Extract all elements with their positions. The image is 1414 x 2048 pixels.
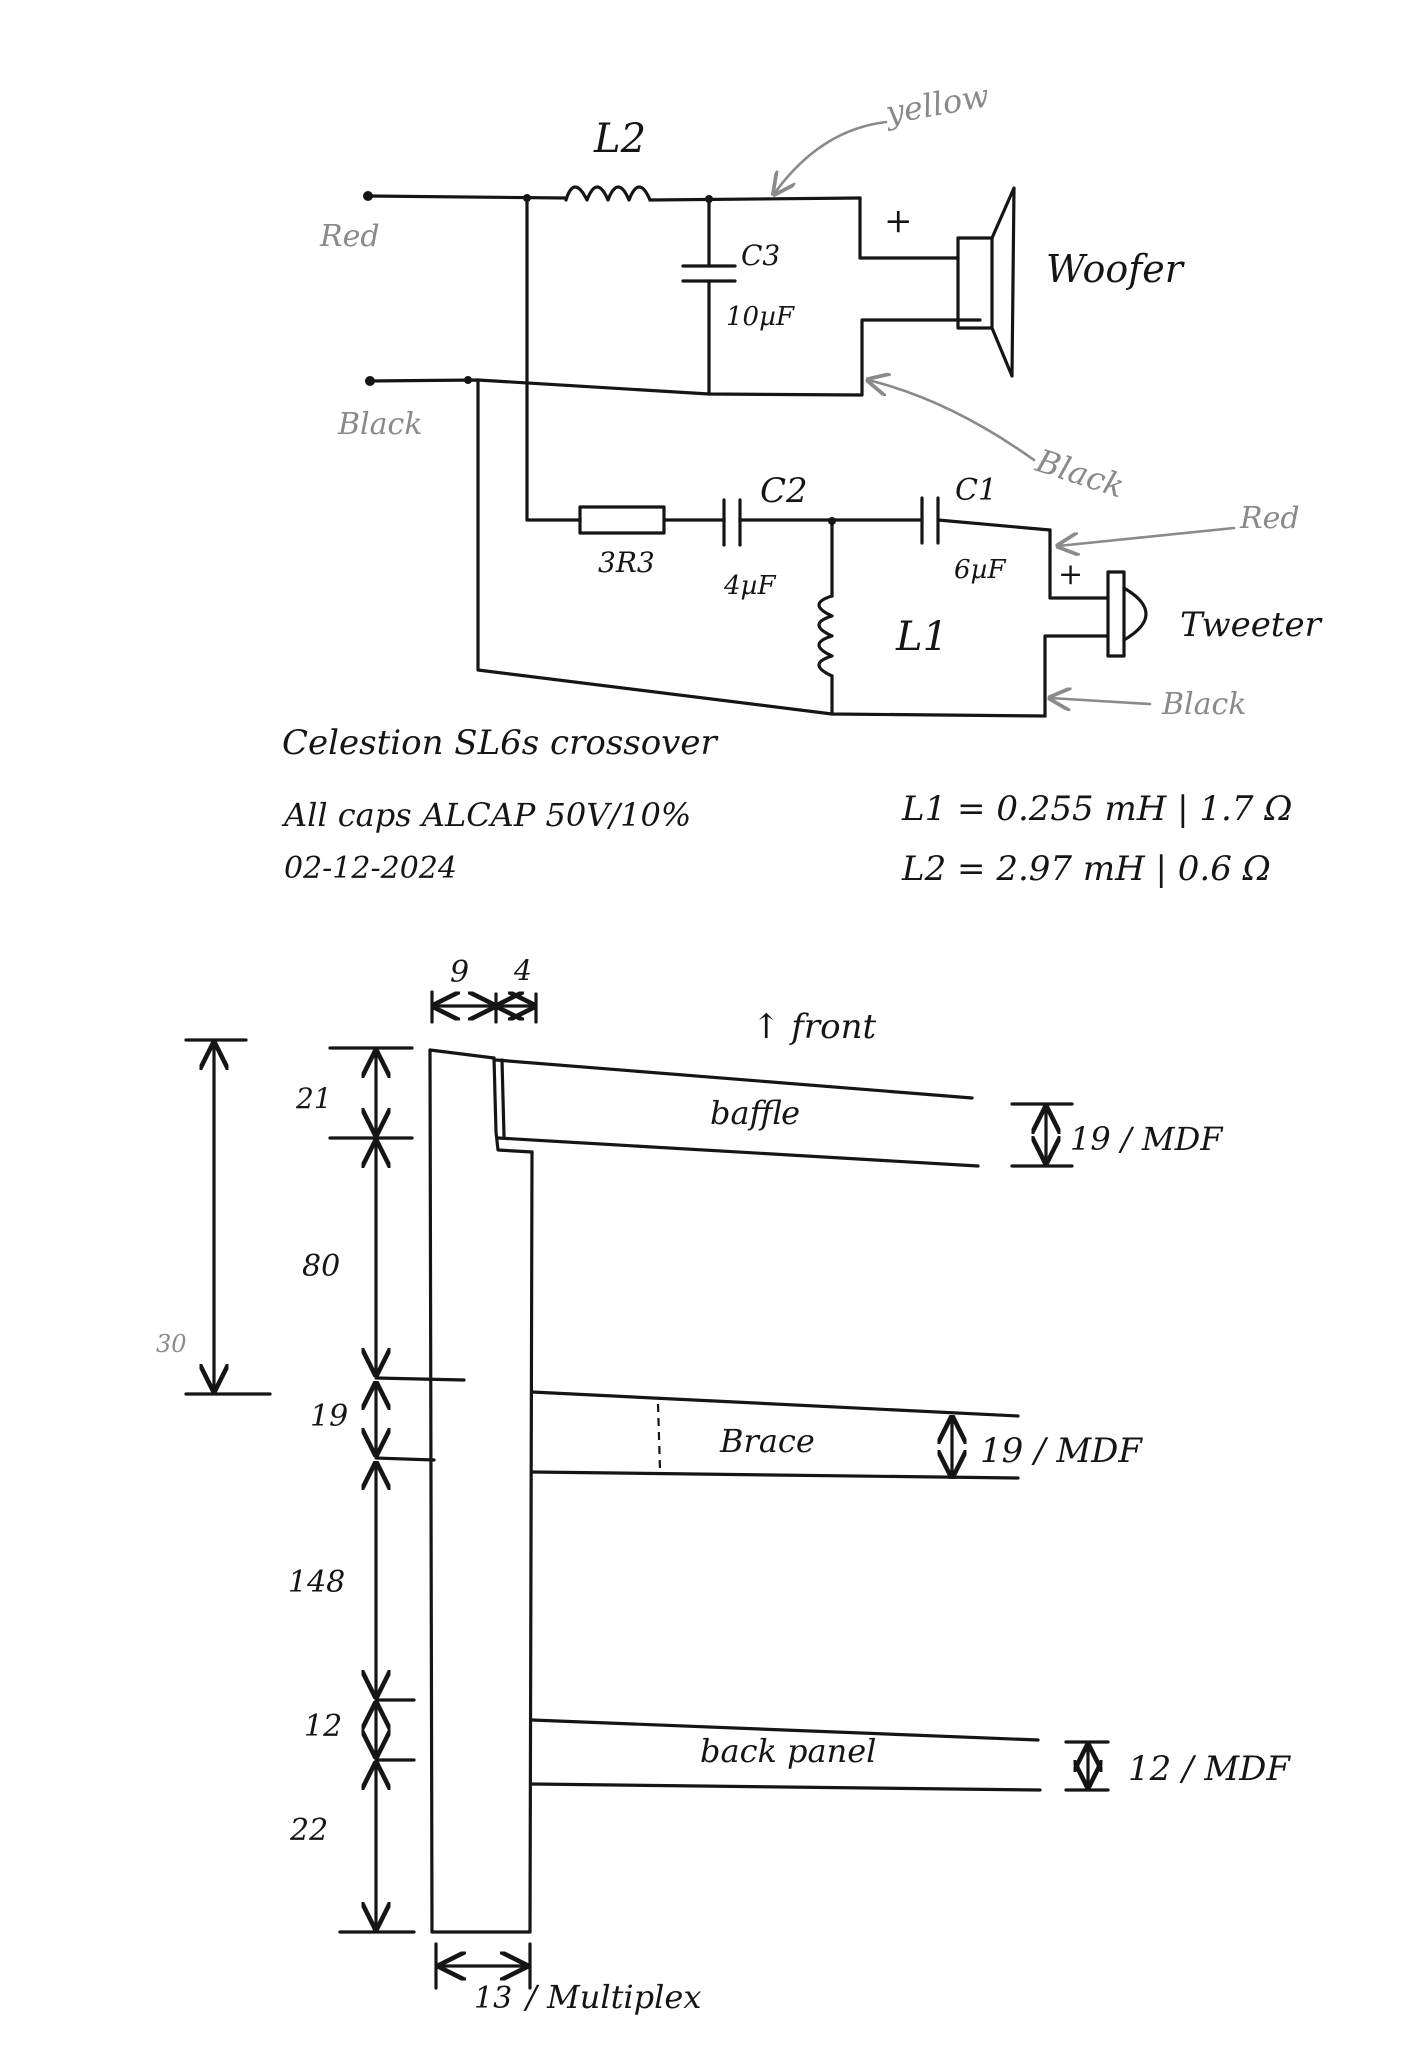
l2-label: L2 <box>593 116 646 162</box>
tweeter-driver: Tweeter <box>1106 570 1323 658</box>
side-panel <box>428 1048 534 1934</box>
wire-black-rail <box>368 318 982 397</box>
c3-label: C3 <box>741 239 780 272</box>
capacitor-c3: C3 10µF <box>681 197 795 396</box>
front-label: ↑ front <box>752 1007 877 1047</box>
woofer-plus: + <box>884 201 913 241</box>
woofer-driver: Woofer <box>956 186 1186 378</box>
inductor-l1: L1 <box>817 519 948 716</box>
dim-4: 4 <box>513 954 532 987</box>
c2-value: 4µF <box>723 571 776 601</box>
tweeter-black-label: Black <box>1161 687 1247 722</box>
baffle-spec: 19 / MDF <box>1070 1120 1224 1158</box>
note-date: 02-12-2024 <box>284 851 457 886</box>
crossover-notes: Celestion SL6s crossover All caps ALCAP … <box>281 723 719 886</box>
spec-l2: L2 = 2.97 mH | 0.6 Ω <box>901 849 1271 889</box>
dim-13: 13 <box>474 1981 512 2016</box>
tweeter-black-note: Black <box>1050 687 1247 722</box>
resistor-3r3: 3R3 <box>578 505 666 579</box>
c1-value: 6µF <box>954 555 1006 585</box>
woofer-black-note: Black <box>868 380 1129 505</box>
woofer-label: Woofer <box>1046 247 1186 291</box>
yellow-wire-note: yellow <box>774 76 992 194</box>
crossover-schematic: Red Black L2 C3 10µF <box>281 76 1323 889</box>
back-panel-spec: 12 / MDF <box>1128 1749 1291 1789</box>
wire-top-rail <box>366 194 862 203</box>
dim-80: 80 <box>302 1249 340 1284</box>
inductor-l2: L2 <box>564 116 652 202</box>
dim-148: 148 <box>288 1565 345 1600</box>
c3-value: 10µF <box>726 302 795 332</box>
black-terminal: Black <box>337 376 423 442</box>
capacitor-c1: C1 6µF <box>920 473 1006 585</box>
baffle-panel: baffle 19 / MDF <box>494 1058 1224 1168</box>
black-terminal-label: Black <box>337 407 423 442</box>
overall-dimension: 30 <box>156 1038 272 1396</box>
back-panel: back panel 12 / MDF <box>530 1718 1291 1792</box>
note-caps: All caps ALCAP 50V/10% <box>281 796 691 834</box>
yellow-label: yellow <box>881 76 992 132</box>
c1-label: C1 <box>955 473 997 508</box>
left-chain-dimensions: 21 80 19 148 12 22 <box>288 1046 466 1934</box>
dim-22: 22 <box>289 1813 328 1848</box>
dim-21: 21 <box>295 1082 332 1115</box>
cabinet-section-drawing: 9 4 ↑ front 30 2 <box>156 954 1291 2016</box>
top-dimension: 9 4 <box>430 954 538 1024</box>
wire-tweeter-return: + <box>476 378 1110 718</box>
side-thickness-dimension: 13 / Multiplex <box>434 1942 701 2016</box>
inductor-specs: L1 = 0.255 mH | 1.7 Ω L2 = 2.97 mH | 0.6… <box>901 789 1293 889</box>
dim-19: 19 <box>310 1399 348 1434</box>
spec-l1: L1 = 0.255 mH | 1.7 Ω <box>901 789 1293 829</box>
tweeter-label: Tweeter <box>1180 605 1323 645</box>
dim-9: 9 <box>450 955 469 990</box>
red-terminal-label: Red <box>319 219 380 254</box>
capacitor-c2: C2 4µF <box>722 471 808 601</box>
dim-12: 12 <box>304 1709 342 1744</box>
tweeter-plus: + <box>1058 557 1083 592</box>
l1-label: L1 <box>895 614 948 660</box>
tweeter-red-label: Red <box>1239 501 1300 536</box>
brace-label: Brace <box>719 1422 815 1460</box>
woofer-wiring: + <box>858 196 960 260</box>
brace-panel: Brace 19 / MDF <box>530 1390 1143 1480</box>
multiplex-label: / Multiplex <box>523 1978 701 2016</box>
note-title: Celestion SL6s crossover <box>282 723 719 763</box>
front-indicator: ↑ front <box>752 1007 877 1047</box>
woofer-black-label: Black <box>1031 441 1129 505</box>
resistor-label: 3R3 <box>598 546 655 579</box>
red-terminal: Red <box>319 191 380 254</box>
back-panel-label: back panel <box>700 1732 876 1770</box>
brace-spec: 19 / MDF <box>980 1431 1143 1471</box>
overall-dim-label: 30 <box>156 1330 187 1358</box>
baffle-label: baffle <box>710 1094 800 1132</box>
c2-label: C2 <box>760 471 808 511</box>
tweeter-red-note: Red <box>1058 501 1300 546</box>
